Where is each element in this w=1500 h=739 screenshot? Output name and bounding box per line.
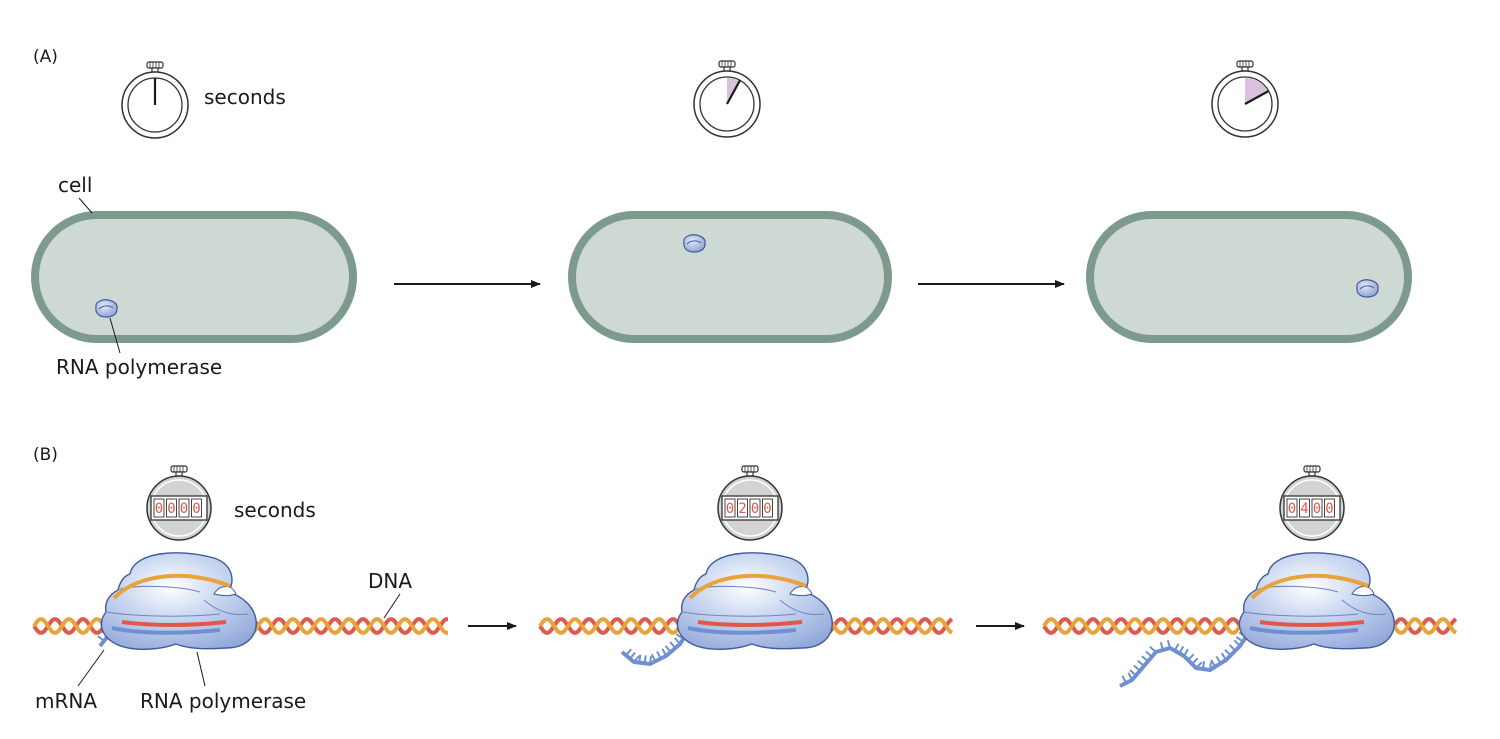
- mrna-base: [1121, 675, 1127, 684]
- mrna-base: [1166, 640, 1171, 649]
- mrna-leader-line: [77, 649, 105, 687]
- mrna-base: [1159, 642, 1164, 651]
- mrna-base: [664, 645, 672, 653]
- digital-stopwatch: 0 4 0 0: [1279, 465, 1345, 541]
- mrna-base: [629, 651, 636, 660]
- timer-digit: 0: [726, 501, 734, 517]
- nascent-rna: [687, 626, 797, 635]
- digital-stopwatch: 0 0 0 0: [146, 465, 212, 541]
- cell: [31, 211, 357, 343]
- timer-digit: 0: [763, 501, 771, 517]
- analog-stopwatch: [121, 61, 189, 139]
- mrna-base: [1209, 661, 1213, 671]
- cell: [1086, 211, 1412, 343]
- mrna-base: [661, 648, 667, 657]
- timer-digit: 0: [155, 501, 163, 517]
- polymerase-leader-line: [109, 317, 121, 354]
- timer-digit: 0: [1288, 501, 1296, 517]
- mrna-backbone: [1119, 626, 1254, 688]
- stopwatch-hand: [726, 79, 741, 105]
- dna-template-strand: [1250, 573, 1369, 600]
- mrna-base: [1202, 660, 1206, 670]
- seconds-label-b: seconds: [234, 498, 316, 522]
- mrna-base: [1149, 646, 1157, 653]
- mrna-base: [1215, 655, 1222, 664]
- mrna-base: [1195, 661, 1203, 669]
- polymerase-label-a: RNA polymerase: [56, 355, 222, 379]
- mrna-base: [1228, 644, 1237, 652]
- timer-digit: 0: [192, 501, 200, 517]
- panel-a-label: (A): [33, 47, 58, 67]
- mrna-base: [643, 655, 647, 664]
- elapsed-time-wedge: [1245, 78, 1268, 104]
- mrna-base: [633, 655, 640, 663]
- mrna-base: [625, 648, 632, 656]
- nascent-rna: [1249, 626, 1359, 635]
- mrna-base: [1129, 669, 1137, 677]
- mrna-base: [1210, 659, 1217, 668]
- mrna-base: [1127, 672, 1133, 681]
- timer-digit: 0: [167, 501, 175, 517]
- mrna-base: [1187, 653, 1195, 661]
- cell: [568, 211, 892, 343]
- rna-polymerase: [683, 234, 706, 253]
- mrna-base: [1220, 652, 1227, 661]
- timer-digit: 4: [1300, 501, 1308, 517]
- mrna-base: [1173, 643, 1180, 652]
- stopwatch-hand: [1244, 90, 1270, 105]
- seconds-label-a: seconds: [204, 85, 286, 109]
- mrna-base: [1145, 650, 1153, 658]
- mrna-base: [1141, 655, 1149, 663]
- dna-leader-line: [383, 593, 401, 619]
- digital-stopwatch: 0 2 0 0: [717, 465, 783, 541]
- panel-b-label: (B): [33, 445, 58, 465]
- dna-coding-strand: [697, 620, 803, 627]
- dna-template-strand: [112, 573, 231, 600]
- mrna-base: [650, 653, 657, 662]
- rna-polymerase: [95, 299, 118, 318]
- nascent-rna: [111, 626, 221, 635]
- timer-digit: 2: [738, 501, 746, 517]
- dna-coding-strand: [1259, 620, 1365, 627]
- rna-polymerase-complex: [100, 552, 257, 650]
- mrna-base: [669, 641, 677, 649]
- cell-leader-line: [78, 197, 93, 214]
- polymerase-leader-line: [196, 651, 206, 687]
- mrna-backbone: [620, 626, 692, 667]
- cell-label: cell: [58, 173, 92, 197]
- mrna-base: [638, 654, 642, 663]
- mrna-base: [675, 633, 684, 640]
- analog-stopwatch: [693, 60, 761, 138]
- mrna-base: [674, 637, 681, 645]
- mrna-base: [1183, 648, 1189, 657]
- mrna-base: [649, 655, 652, 665]
- rna-polymerase-complex: [1238, 552, 1395, 650]
- dna-template-strand: [688, 573, 807, 600]
- timer-digit: 0: [751, 501, 759, 517]
- timer-digit: 0: [180, 501, 188, 517]
- analog-stopwatch: [1211, 60, 1279, 138]
- dna-coding-strand: [121, 620, 227, 627]
- mrna-base: [1133, 664, 1141, 672]
- mrna-base: [1191, 657, 1199, 665]
- timer-digit: 0: [1313, 501, 1321, 517]
- rna-polymerase-complex: [676, 552, 833, 650]
- mrna-base: [656, 651, 662, 660]
- polymerase-label-b: RNA polymerase: [140, 689, 306, 713]
- mrna-base: [1235, 636, 1244, 643]
- mrna-base: [1224, 648, 1232, 657]
- mrna-base: [1178, 645, 1185, 654]
- dna-label: DNA: [368, 569, 412, 593]
- mrna-base: [1137, 660, 1145, 667]
- rna-polymerase: [1356, 279, 1379, 298]
- timer-digit: 0: [1325, 501, 1333, 517]
- mrna-base: [1233, 639, 1241, 647]
- mrna-label: mRNA: [35, 689, 97, 713]
- mrna-base: [97, 635, 105, 642]
